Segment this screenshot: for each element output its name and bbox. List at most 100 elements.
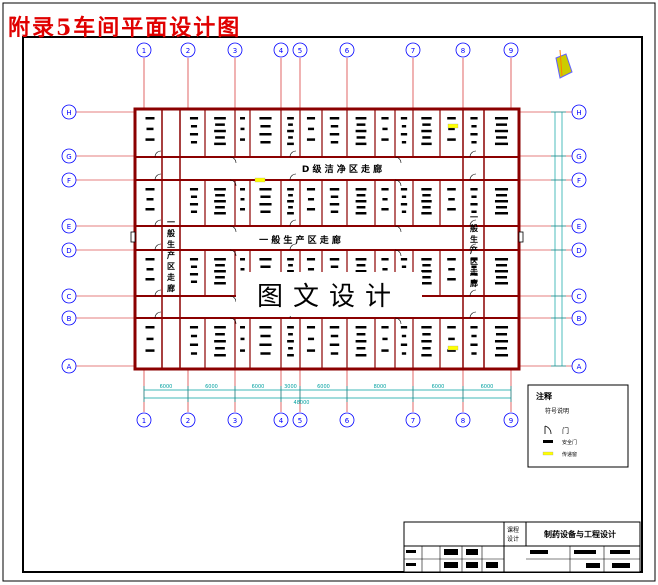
equipment-mark [494,142,509,146]
left-corridor-char: 产 [167,250,175,260]
equipment-mark [215,276,225,279]
equipment-mark [259,258,272,261]
equipment-mark [471,141,477,144]
equipment-mark [145,188,155,191]
equipment-mark [330,334,339,338]
door-icon [229,295,237,303]
equipment-mark [189,203,199,206]
grid-bubble-row-label: G [66,153,71,161]
equipment-mark [287,129,294,133]
grid-bubble-row-label: A [67,363,72,371]
equipment-mark [215,206,225,209]
grid-bubble-col-4 [273,42,289,58]
equipment-mark [401,352,407,355]
right-corridor-char: 廊 [470,278,478,288]
equipment-mark [421,142,432,146]
equipment-mark [471,334,477,338]
equipment-mark [260,352,271,355]
equipment-mark [214,340,226,343]
equipment-mark [495,194,508,197]
grid-bubble-row-D [571,242,587,258]
equipment-mark [421,200,432,203]
grid-bubble-row-label: H [576,109,581,117]
equipment-mark [189,188,199,191]
door-icon [394,317,402,325]
right-corridor-char: 生 [470,234,478,244]
span-label: 6000 [160,384,173,390]
equipment-mark [382,198,388,201]
door-icon [394,156,402,164]
equipment-mark [307,198,315,201]
safety-door [518,231,524,243]
grid-bubble-col-8 [455,42,471,58]
equipment-mark [215,347,225,350]
equipment-mark [495,206,508,209]
equipment-mark [189,273,199,276]
equipment-mark [355,200,367,203]
grid-bubble-row-label: B [67,315,72,323]
equipment-mark [470,343,478,346]
equipment-mark [287,326,294,329]
equipment-mark [471,280,477,283]
equipment-mark [190,141,198,144]
door-icon [469,173,477,181]
equipment-mark [329,188,340,191]
title-block-field-bottom: 设计 [507,535,519,543]
equipment-mark [421,326,432,329]
equipment-mark [422,194,431,197]
grid-bubble-col-5 [292,412,308,428]
equipment-mark [190,280,198,283]
equipment-mark [494,326,509,329]
grid-bubble-row-label: C [67,293,72,301]
equipment-mark [356,206,366,209]
equipment-mark [401,334,407,338]
legend-subtitle: 符号说明 [545,407,569,415]
equipment-mark [330,141,339,144]
equipment-mark [329,203,340,206]
grid-bubble-col-label: 4 [279,417,284,425]
equipment-mark [470,258,478,261]
equipment-mark [306,138,316,141]
grid-bubble-row-G [571,148,587,164]
equipment-mark [288,333,293,336]
equipment-mark [470,203,478,206]
door-icon [469,219,477,227]
door-icon [469,289,477,297]
left-corridor-char: 走 [166,272,176,282]
equipment-mark [214,212,226,215]
equipment-mark [355,212,367,215]
equipment-mark [422,347,431,350]
equipment-mark [422,136,431,139]
equipment-mark [240,198,245,201]
equipment-mark [494,117,509,120]
door-icon [154,150,162,158]
grid-bubble-col-label: 5 [298,47,302,55]
equipment-mark [355,142,367,146]
equipment-mark [447,326,456,329]
equipment-mark [494,200,509,203]
span-label: 6000 [252,384,265,390]
total-span-label: 48000 [294,400,310,406]
grid-bubble-row-F [61,172,77,188]
door-icon [154,173,162,181]
equipment-mark [470,273,478,276]
left-corridor-char: 一 [167,218,175,227]
equipment-mark [470,117,478,120]
drawing-title: 附录5车间平面设计图 [8,15,242,41]
watermark: 图文设计 [236,272,422,316]
equipment-mark [287,258,294,261]
equipment-mark [240,258,245,261]
grid-bubble-row-label: F [67,177,71,185]
equipment-mark [355,117,367,120]
equipment-mark [189,133,199,136]
equipment-mark [306,188,316,191]
title-block-course: 制药设备与工程设计 [544,529,616,539]
inner-frame [22,36,643,573]
equipment-mark [381,258,389,261]
grid-bubble-col-9 [503,412,519,428]
span-label: 8000 [374,384,387,390]
equipment-mark [400,188,408,191]
equipment-mark [448,268,455,271]
